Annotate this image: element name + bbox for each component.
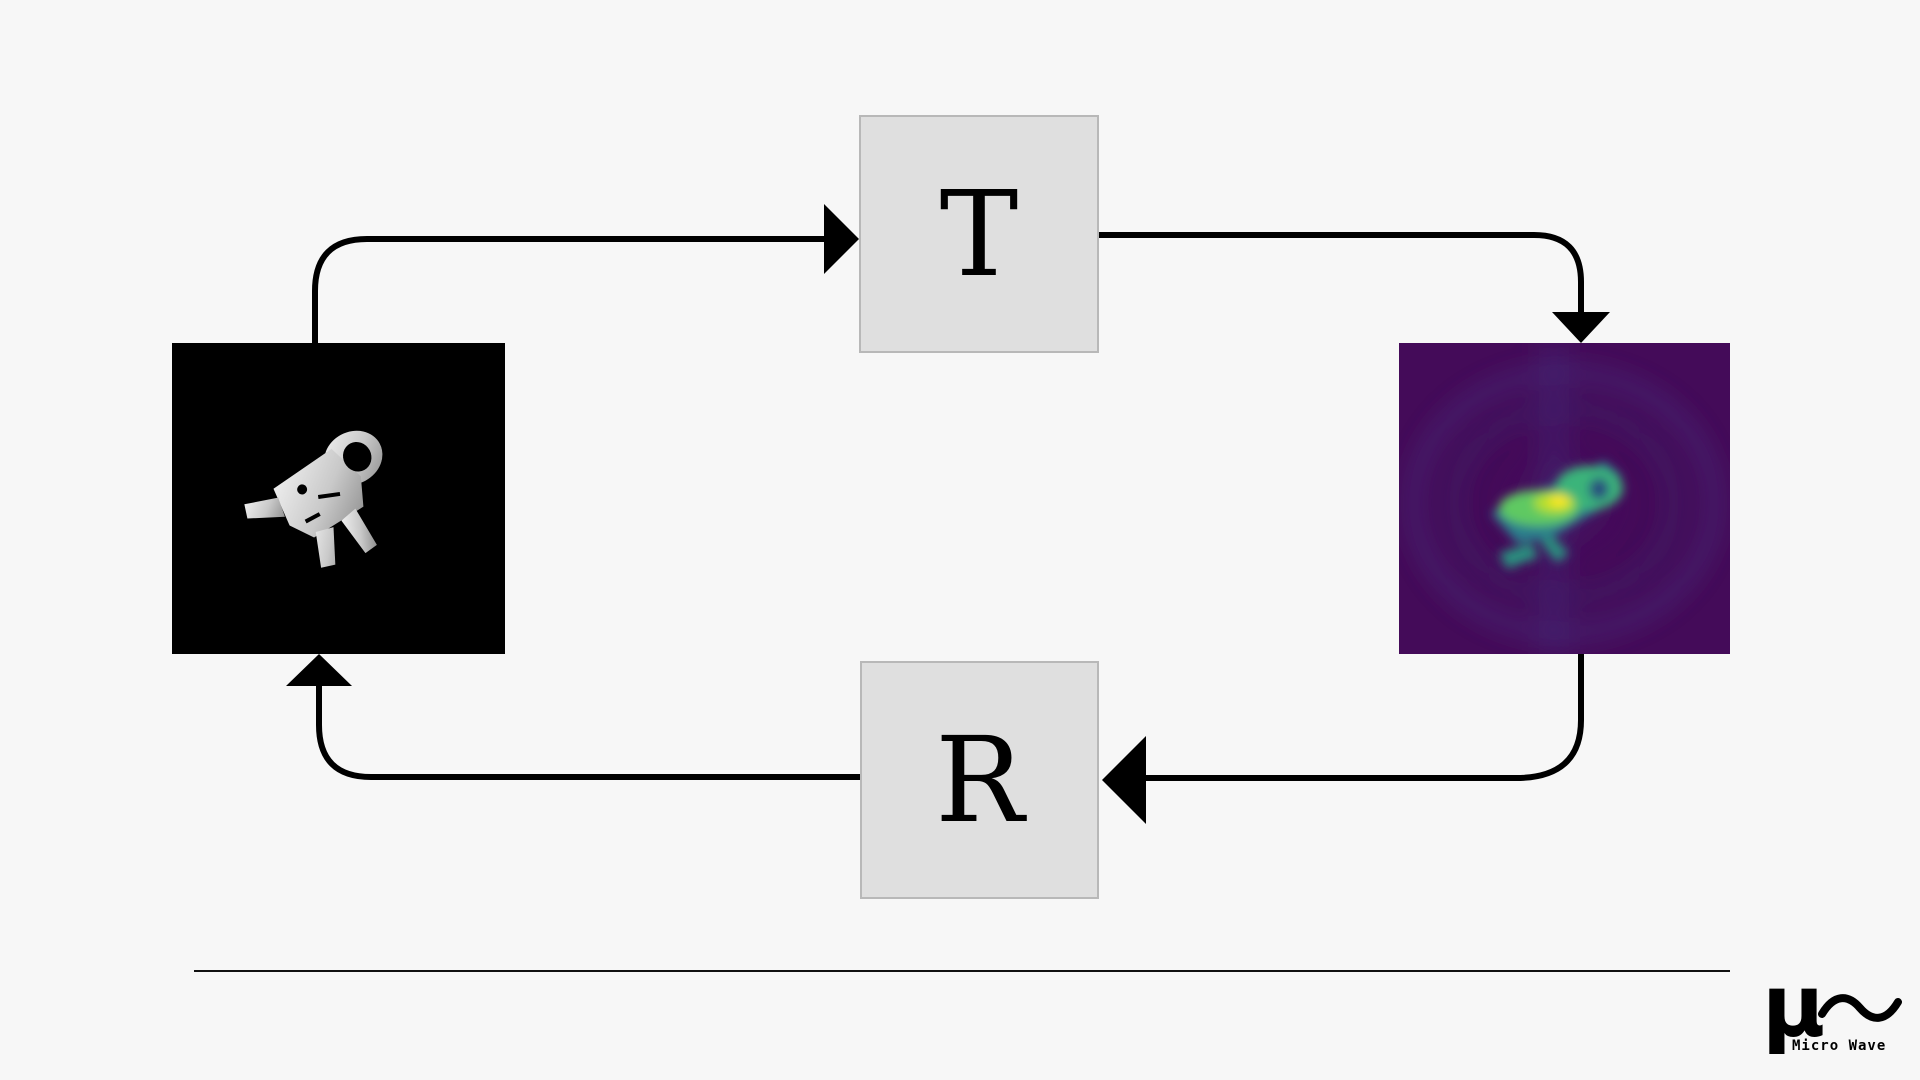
arrowhead-into-r <box>1102 736 1146 824</box>
arrowhead-into-input <box>286 654 352 686</box>
connector-r-to-input <box>316 686 860 780</box>
forward-operator-box: T <box>859 115 1099 353</box>
reconstruction-image-panel <box>1399 343 1730 654</box>
footer-divider <box>194 970 1730 972</box>
wave-icon <box>1818 994 1902 1022</box>
connector-t-to-output <box>1099 232 1584 312</box>
logo-wordmark: Micro Wave <box>1792 1038 1887 1054</box>
logo-symbol: μ <box>1762 957 1826 1057</box>
forward-operator-label: T <box>939 165 1019 303</box>
reverse-operator-label: R <box>935 711 1024 849</box>
input-image-panel <box>172 343 505 654</box>
arrowhead-into-t <box>824 204 859 274</box>
keychain-object-icon <box>244 430 383 568</box>
arrowhead-into-output <box>1552 312 1610 343</box>
connector-output-to-r <box>1144 654 1584 781</box>
reconstruction-heatmap <box>1399 343 1730 654</box>
micro-wave-logo: μ Micro Wave <box>1762 964 1902 1056</box>
connector-input-to-t <box>312 236 826 343</box>
reverse-operator-box: R <box>860 661 1099 899</box>
